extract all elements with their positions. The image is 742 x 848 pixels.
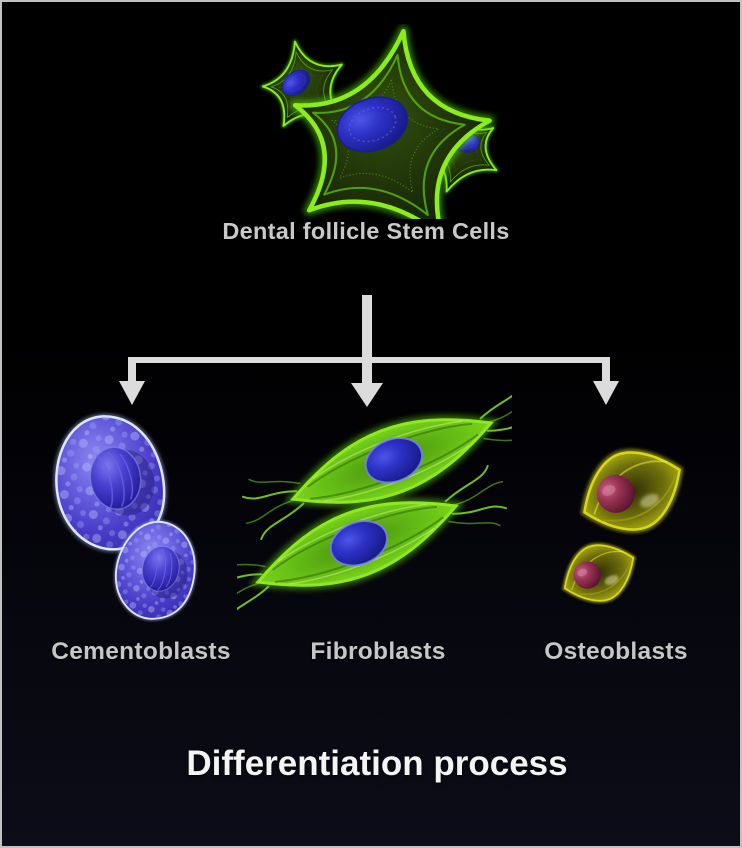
diagram-title: Differentiation process — [186, 744, 568, 783]
arrow-center-stem — [362, 295, 372, 385]
source-cell-label: Dental follicle Stem Cells — [222, 218, 510, 244]
branch-label-osteoblasts: Osteoblasts — [544, 638, 688, 665]
arrow-horizontal-bar — [128, 357, 610, 363]
branch-label-fibroblasts: Fibroblasts — [310, 638, 446, 665]
osteoblast-cells-graphic — [550, 425, 740, 625]
stem-cells-graphic — [232, 24, 532, 219]
arrow-center-head — [351, 383, 383, 407]
stem-cell-large — [283, 24, 498, 219]
osteoblast-large — [569, 434, 696, 548]
arrow-left-stem — [128, 357, 136, 383]
branch-label-cementoblasts: Cementoblasts — [51, 638, 231, 665]
arrow-right-stem — [602, 357, 610, 383]
osteoblast-small — [553, 532, 644, 614]
cementoblast-cells-graphic — [40, 400, 245, 625]
arrow-left-head — [119, 381, 145, 405]
fibroblast-cells-graphic — [237, 394, 512, 626]
branch-arrows — [119, 295, 619, 407]
arrow-right-head — [593, 381, 619, 405]
